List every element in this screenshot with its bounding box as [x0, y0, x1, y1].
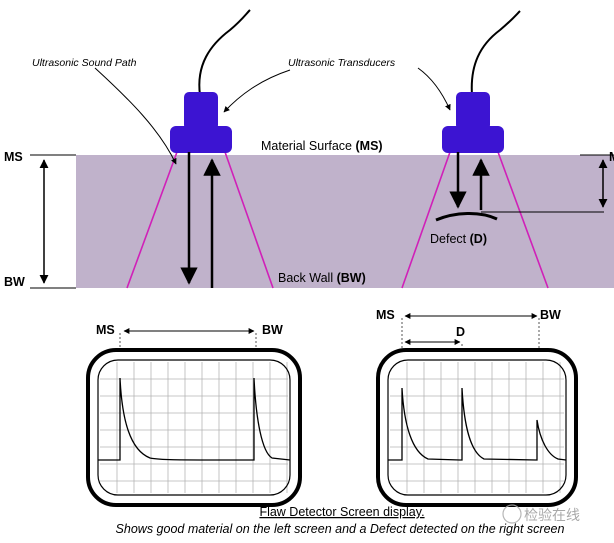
- defect-mark: [435, 211, 498, 222]
- screen-right: MS D BW: [376, 308, 578, 507]
- screen-left-bw-label: BW: [262, 323, 283, 337]
- bw-label-left: BW: [4, 275, 25, 289]
- cable-right: [470, 10, 521, 96]
- back-wall-label: Back Wall (BW): [278, 271, 366, 285]
- sound-path-label: Ultrasonic Sound Path: [32, 57, 137, 69]
- defect-label: Defect (D): [430, 232, 487, 246]
- watermark-text: 检验在线: [524, 507, 580, 523]
- transducers-label: Ultrasonic Transducers: [288, 57, 396, 69]
- screen-right-ms-label: MS: [376, 308, 395, 322]
- screen-left-trace: [98, 377, 291, 461]
- pointer-transducer-right: [417, 67, 451, 111]
- wechat-icon: [502, 504, 522, 524]
- transducer-right: [442, 92, 504, 153]
- cable-left: [198, 9, 251, 96]
- caption-title: Flaw Detector Screen display.: [259, 505, 424, 519]
- pointer-transducer-left: [223, 69, 291, 113]
- pointer-sound-path: [94, 67, 177, 165]
- screen-right-d-label: D: [456, 325, 465, 339]
- screen-right-grid: [390, 362, 564, 493]
- caption-subtitle: Shows good material on the left screen a…: [116, 522, 565, 536]
- screen-right-bw-label: BW: [540, 308, 561, 322]
- material-block: [76, 155, 614, 288]
- watermark: 检验在线: [502, 504, 580, 524]
- ms-label-left: MS: [4, 150, 23, 164]
- sound-path-right: [401, 151, 549, 289]
- screen-left-frame: [86, 348, 302, 507]
- screen-left: MS BW: [86, 323, 302, 507]
- sound-path-left: [126, 151, 274, 289]
- transducer-left: [170, 92, 232, 153]
- ms-label-right-edge: M: [609, 150, 614, 164]
- screen-right-trace: [388, 387, 567, 461]
- screen-right-frame: [376, 348, 578, 507]
- screen-left-ms-label: MS: [96, 323, 115, 337]
- material-surface-label: Material Surface (MS): [261, 139, 383, 153]
